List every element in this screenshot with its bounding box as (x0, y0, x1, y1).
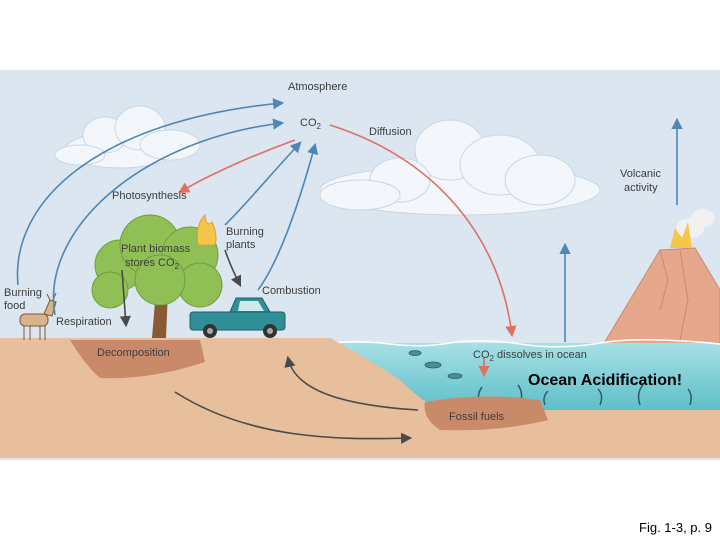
label-co2: CO2 (300, 117, 322, 131)
figure-reference: Fig. 1-3, p. 9 (639, 520, 712, 535)
arrow-respiration-to-atmosphere (52, 118, 285, 316)
volcano (599, 209, 720, 353)
fire-icon (196, 213, 217, 246)
arrow-burning-plants-to-co2 (224, 141, 302, 226)
arrow-combustion-to-co2 (257, 142, 319, 291)
blue-arrows (16, 98, 683, 342)
label-photosynthesis: Photosynthesis (112, 190, 187, 202)
label-volcanic-line2: activity (624, 182, 658, 194)
truck (189, 297, 286, 338)
label-burning-plants-line1: Burning (226, 226, 264, 238)
fossil-fuel-deposit (424, 396, 548, 431)
label-co2-dissolves: CO2 dissolves in ocean (473, 349, 587, 363)
label-combustion: Combustion (262, 285, 321, 297)
arrow-fossil-to-combustion (284, 355, 419, 411)
ocean (330, 343, 720, 410)
fish-group (408, 350, 463, 379)
decomposition-deposit (70, 340, 205, 379)
label-volcanic-line1: Volcanic (620, 168, 661, 180)
arrow-burning-to-combustion (224, 249, 242, 288)
cloud-right (319, 119, 601, 216)
ocean-surface (329, 338, 720, 348)
label-burning-food-line1: Burning (4, 287, 42, 299)
label-burning-plants-line2: plants (226, 239, 256, 251)
label-atmosphere: Atmosphere (288, 81, 347, 93)
label-diffusion: Diffusion (369, 126, 412, 138)
label-burning-food-line2: food (4, 300, 25, 312)
arrow-co2-diffusion-to-ocean (329, 124, 517, 338)
arrow-tree-to-decomposition (119, 269, 131, 328)
dark-arrows (119, 249, 419, 444)
arrow-burning-food-to-atmosphere (16, 98, 285, 286)
red-arrows (178, 124, 517, 378)
label-respiration: Respiration (56, 316, 112, 328)
tree (91, 214, 223, 338)
arrow-co2-to-photosynthesis (178, 139, 296, 194)
label-decomposition: Decomposition (97, 347, 170, 359)
ocean-acidification-callout: Ocean Acidification! (528, 372, 683, 389)
label-fossil-fuels: Fossil fuels (449, 411, 505, 423)
arrow-decomposition-to-fossil (174, 391, 413, 444)
label-plant-biomass-line2: stores CO2 (125, 257, 180, 271)
label-plant-biomass-line1: Plant biomass (121, 243, 191, 255)
